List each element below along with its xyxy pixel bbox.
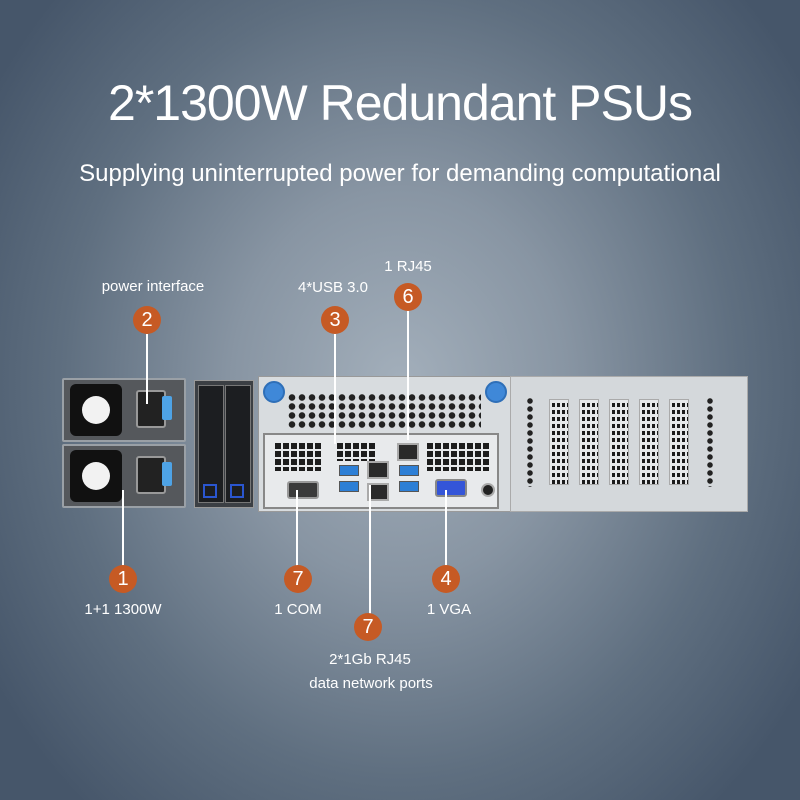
callout-label-rj45-mgmt: 1 RJ45	[384, 258, 432, 275]
vga-port	[435, 479, 467, 497]
page-subtitle: Supplying uninterrupted power for demand…	[79, 160, 721, 187]
callout-line	[445, 490, 447, 566]
io-shield	[263, 433, 499, 509]
pcie-slot	[549, 399, 569, 485]
callout-badge-6: 6	[394, 283, 422, 311]
rj45-mgmt-port	[397, 443, 419, 461]
usb-port	[339, 481, 359, 492]
callout-label-usb: 4*USB 3.0	[297, 279, 369, 296]
callout-label-vga: 1 VGA	[426, 601, 472, 618]
callout-label-network-line1: 2*1Gb RJ45	[329, 651, 411, 668]
drive-bay	[198, 385, 224, 503]
callout-label-power-interface: power interface	[101, 278, 205, 295]
callout-badge-1: 1	[109, 565, 137, 593]
power-socket	[136, 390, 166, 428]
drive-bays	[194, 380, 254, 508]
callout-badge-4: 4	[432, 565, 460, 593]
callout-badge-2: 2	[133, 306, 161, 334]
power-socket	[136, 456, 166, 494]
callout-badge-7-network: 7	[354, 613, 382, 641]
callout-line	[334, 334, 336, 444]
callout-line	[146, 334, 148, 404]
fan-icon	[70, 384, 122, 436]
psu-bottom	[62, 444, 186, 508]
pcie-slot	[579, 399, 599, 485]
psu-top	[62, 378, 186, 442]
thumbscrew	[263, 381, 285, 403]
psu-latch	[162, 396, 172, 420]
callout-label-network-line2: data network ports	[309, 675, 433, 692]
callout-badge-7-com: 7	[284, 565, 312, 593]
usb-port	[399, 481, 419, 492]
fan-icon	[70, 450, 122, 502]
callout-label-com: 1 COM	[274, 601, 322, 618]
drive-bay	[225, 385, 251, 503]
callout-badge-3: 3	[321, 306, 349, 334]
usb-port	[339, 465, 359, 476]
page-title: 2*1300W Redundant PSUs	[108, 75, 693, 131]
pcie-slot	[669, 399, 689, 485]
com-port	[287, 481, 319, 499]
callout-line	[296, 490, 298, 566]
rj45-port	[367, 483, 389, 501]
thumbscrew	[485, 381, 507, 403]
callout-label-psu: 1+1 1300W	[84, 601, 162, 618]
callout-line	[407, 310, 409, 440]
power-button	[481, 483, 495, 497]
vent-holes	[287, 393, 481, 429]
pcie-slots	[510, 376, 748, 512]
rj45-port	[367, 461, 389, 479]
callout-line	[122, 490, 124, 566]
server-rear-panel	[58, 376, 748, 512]
callout-line	[369, 485, 371, 615]
pcie-slot	[639, 399, 659, 485]
usb-port	[399, 465, 419, 476]
psu-latch	[162, 462, 172, 486]
pcie-slot	[609, 399, 629, 485]
